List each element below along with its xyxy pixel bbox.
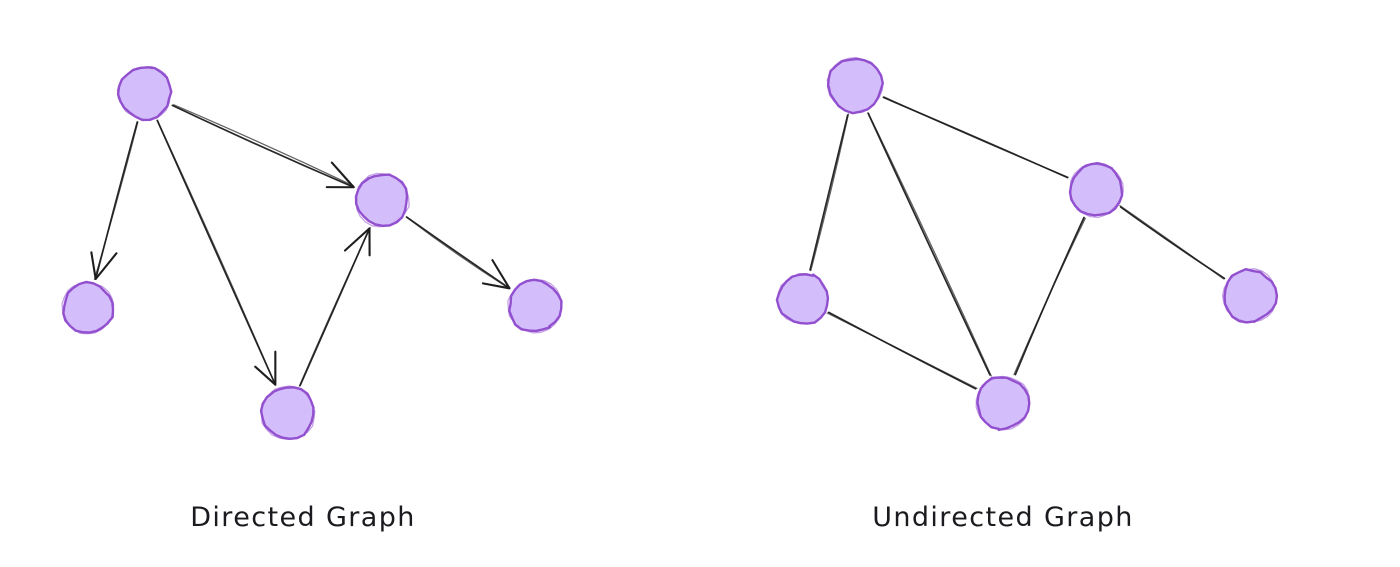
undirected-edge[interactable] (826, 311, 978, 390)
node-circle-overdraw (975, 375, 1030, 431)
figure-caption-directed-graph: Directed Graph (190, 502, 416, 533)
edge-stroke-overdraw (810, 113, 850, 272)
directed-graph-nodes (61, 65, 563, 441)
node-circle-overdraw (261, 385, 316, 440)
node-circle-overdraw (826, 56, 884, 114)
edge-stroke (171, 104, 355, 189)
graph-node[interactable] (507, 278, 563, 334)
graph-node[interactable] (116, 65, 173, 122)
edge-stroke (405, 216, 511, 290)
undirected-edge[interactable] (1119, 205, 1226, 280)
node-circle-overdraw (1069, 163, 1125, 218)
edge-stroke-overdraw (883, 96, 1069, 178)
graph-node[interactable] (826, 56, 884, 115)
directed-edge[interactable] (405, 216, 511, 290)
edge-stroke-overdraw (826, 312, 978, 389)
graph-node[interactable] (354, 172, 410, 228)
directed-edge[interactable] (171, 104, 355, 189)
graph-node[interactable] (1068, 162, 1125, 218)
arrow-head-icon (343, 227, 371, 257)
node-circle (826, 57, 884, 115)
node-circle (354, 173, 409, 227)
node-circle-overdraw (507, 278, 562, 334)
graph-node[interactable] (775, 272, 830, 325)
undirected-edge[interactable] (882, 96, 1069, 179)
arrow-head-icon (90, 251, 118, 281)
undirected-edge[interactable] (1013, 216, 1086, 376)
undirected-graph-edges (809, 96, 1226, 390)
edge-stroke-overdraw (157, 120, 276, 385)
undirected-edge[interactable] (867, 112, 992, 377)
node-circle-overdraw (355, 172, 410, 228)
node-circle (976, 376, 1031, 432)
edge-stroke-overdraw (1013, 217, 1086, 376)
node-circle (1223, 267, 1279, 324)
node-circle (62, 280, 115, 334)
edge-stroke-overdraw (172, 104, 354, 187)
node-circle-overdraw (776, 272, 829, 325)
edge-stroke-overdraw (93, 121, 139, 280)
edge-stroke-overdraw (868, 113, 992, 377)
node-circle-overdraw (61, 281, 115, 335)
node-circle-overdraw (1221, 268, 1278, 323)
edge-stroke (867, 112, 991, 376)
undirected-edge[interactable] (809, 113, 850, 272)
edge-stroke-overdraw (298, 227, 371, 387)
directed-edge[interactable] (90, 121, 139, 281)
figure-undirected-graph: Undirected Graph (775, 56, 1279, 533)
directed-edge[interactable] (298, 227, 371, 387)
graph-node[interactable] (259, 385, 316, 441)
node-circle-overdraw (116, 65, 172, 121)
arrow-head-icon (325, 161, 355, 189)
directed-graph-edges (90, 104, 511, 387)
edge-stroke (809, 114, 849, 271)
figure-directed-graph: Directed Graph (61, 65, 563, 533)
undirected-graph-nodes (775, 56, 1279, 432)
arrow-head-icon (481, 259, 511, 290)
graph-node[interactable] (1221, 267, 1279, 324)
arrow-head-icon (254, 350, 277, 386)
figure-caption-undirected-graph: Undirected Graph (872, 502, 1134, 533)
graph-node[interactable] (975, 375, 1031, 432)
edge-stroke-overdraw (405, 216, 510, 289)
edge-stroke-overdraw (1119, 205, 1225, 280)
directed-edge[interactable] (156, 119, 277, 386)
graph-node[interactable] (61, 280, 115, 335)
